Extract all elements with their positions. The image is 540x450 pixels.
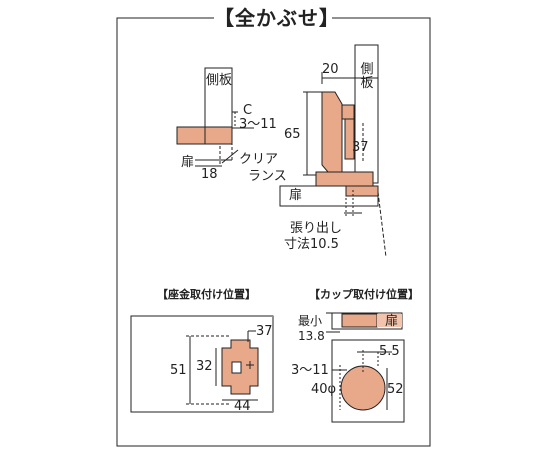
cup-dim-52: 52 [387, 382, 404, 397]
cup-position-diagram [326, 312, 405, 423]
c-label: C [243, 103, 253, 118]
dim-65-label: 65 [284, 127, 301, 142]
page-title: 【全かぶせ】 [214, 6, 340, 30]
cup-door-label: 扉 [385, 314, 399, 329]
base-dim-44: 44 [234, 399, 251, 414]
hinge-arm [321, 91, 343, 173]
left-top-diagram [176, 67, 254, 167]
left-door-label: 扉 [181, 155, 195, 170]
clearance-label: クリア [239, 152, 279, 167]
cup-min-value: 13.8 [298, 329, 325, 343]
side-panel-rect [204, 67, 233, 129]
base-position-diagram [130, 315, 274, 413]
cup-dim-40: 40φ [311, 382, 337, 397]
cup-min-label: 最小 [298, 314, 323, 328]
cup-position-heading: 【カップ取付け位置】 [309, 288, 419, 301]
c-range-label: 3〜11 [239, 117, 277, 132]
right-top-diagram [279, 44, 387, 258]
left-side-panel-label: 側板 [206, 73, 233, 88]
right-door-label: 扉 [289, 188, 303, 203]
hinge-cup [315, 171, 374, 187]
base-dim-37: 37 [256, 324, 273, 339]
dim-37-label: 37 [352, 140, 369, 155]
dim-18-label: 18 [201, 167, 218, 182]
clearance-label-2: ランス [248, 169, 287, 184]
base-dim-32: 32 [196, 359, 213, 374]
right-side-panel-label: 側板 [360, 62, 374, 91]
title-backdrop [214, 6, 332, 30]
dim-20-label: 20 [322, 62, 339, 77]
overhang-label-2: 寸法10.5 [284, 237, 339, 252]
cup-dim-5-5: 5.5 [379, 344, 400, 359]
overhang-label-1: 張り出し [290, 221, 343, 236]
cup-circle [340, 365, 386, 411]
cup-dim-3-11: 3〜11 [291, 363, 329, 378]
base-dim-51: 51 [170, 363, 187, 378]
base-position-heading: 【座金取付け位置】 [157, 288, 256, 301]
